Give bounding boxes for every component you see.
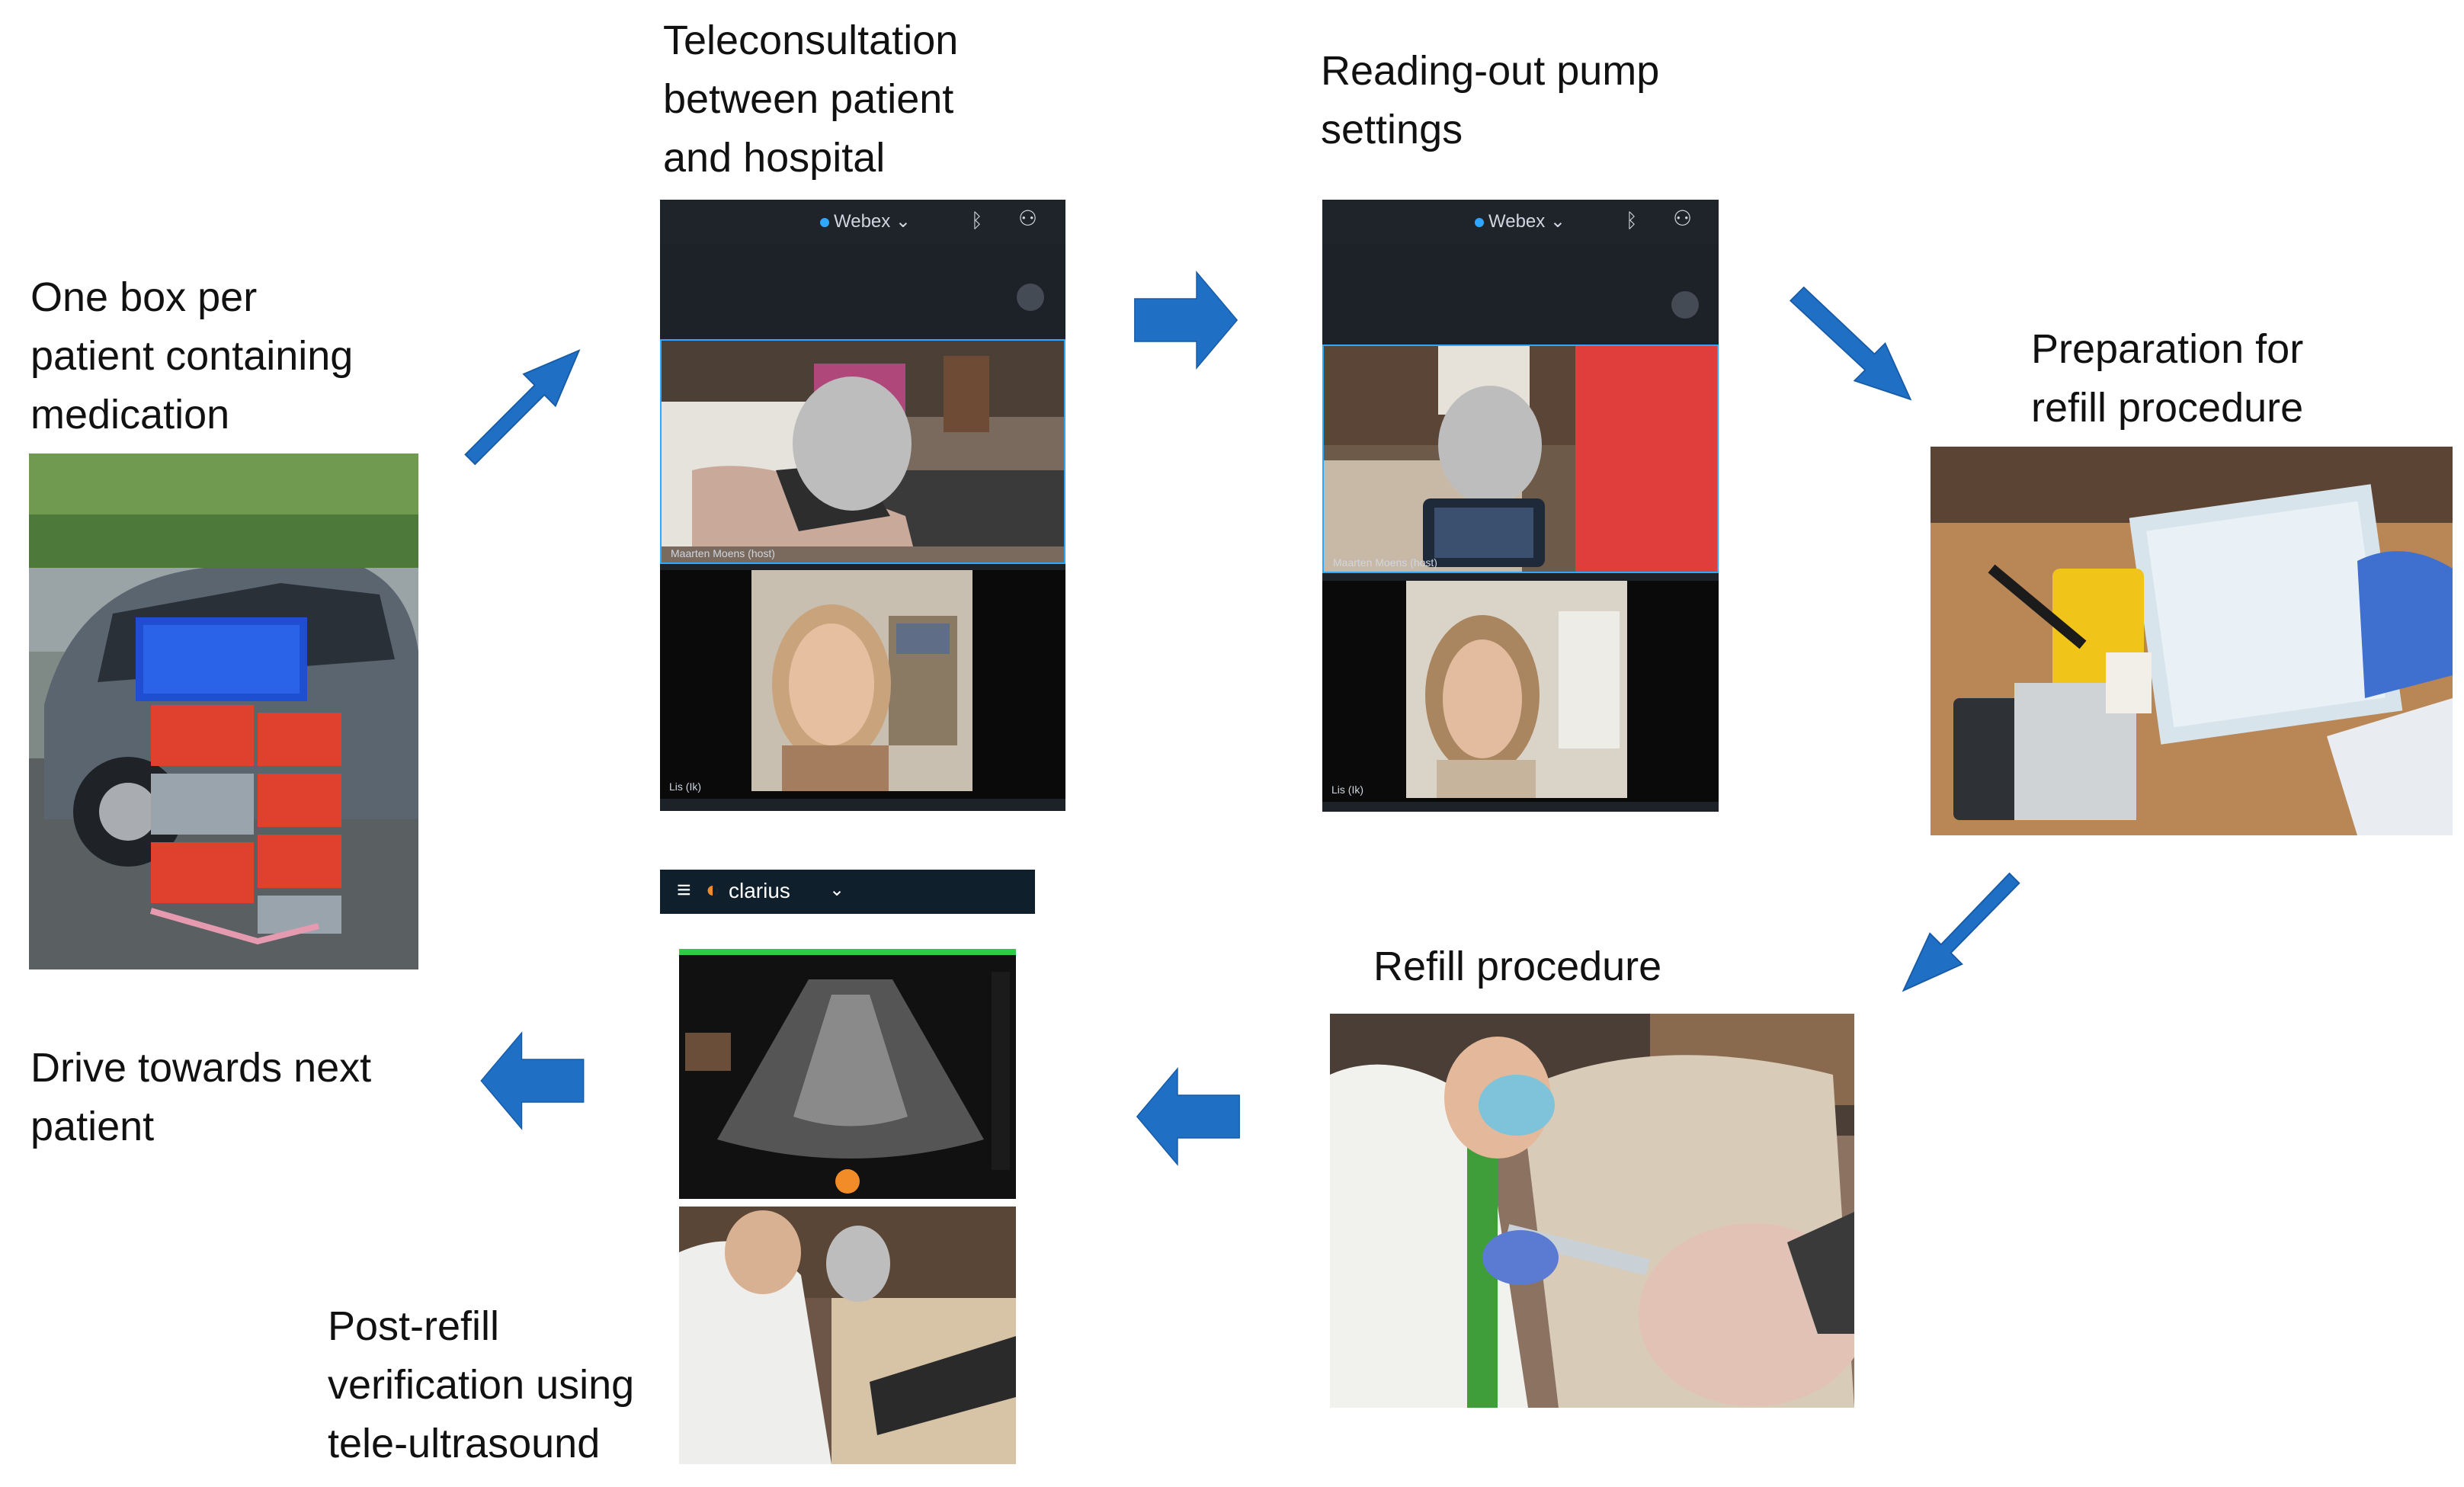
self-name-label: Lis (Ik) xyxy=(1331,784,1363,796)
arrow-refill-to-verification xyxy=(1100,1063,1277,1170)
host-name-label: Maarten Moens (host) xyxy=(671,547,775,559)
status-strip xyxy=(679,949,1016,955)
webex-label: Webex xyxy=(834,211,891,232)
webex-dot-icon xyxy=(820,218,829,227)
photo-refill xyxy=(1330,1014,1854,1408)
webex-brand: Webex ⌄ xyxy=(1475,210,1565,232)
video-tile-self: Lis (Ik) xyxy=(1322,581,1719,802)
caption-teleconsultation: Teleconsultation between patient and hos… xyxy=(663,18,959,181)
webex-label: Webex xyxy=(1488,211,1546,232)
screen-teleconsultation: Webex ⌄ ᛒ ⚇ Maarten Moens (host) Lis (Ik… xyxy=(660,200,1065,811)
host-video-illustration xyxy=(1324,346,1717,572)
menu-icon[interactable]: ≡ xyxy=(677,876,691,903)
self-video-illustration xyxy=(1406,581,1627,798)
ultrasound-camera-view xyxy=(679,1207,1016,1464)
preparation-illustration xyxy=(1931,447,2453,835)
user-icon: ⚇ xyxy=(1018,207,1038,230)
camera-illustration xyxy=(679,1207,1016,1464)
caption-verification: Post-refill verification using tele-ultr… xyxy=(328,1303,635,1466)
caption-refill: Refill procedure xyxy=(1373,944,1662,989)
self-video-illustration xyxy=(751,570,972,791)
chevron-down-icon[interactable]: ⌄ xyxy=(829,880,845,900)
screen-tele-ultrasound: ≡ ◐ clarius ⌄ xyxy=(660,870,1035,1464)
arrow-readout-to-preparation xyxy=(1767,277,1934,410)
self-name-label: Lis (Ik) xyxy=(669,780,701,793)
host-video-illustration xyxy=(662,341,1064,546)
webex-top-bar: Webex ⌄ ᛒ ⚇ xyxy=(660,200,1065,244)
caption-box-per-patient: One box per patient containing medicatio… xyxy=(30,274,354,437)
bluetooth-icon: ᛒ xyxy=(1626,209,1638,232)
arrow-box-to-teleconsult xyxy=(447,334,600,473)
screen-reading-out: Webex ⌄ ᛒ ⚇ Maarten Moens (host) Lis (Ik… xyxy=(1322,200,1719,812)
bluetooth-icon: ᛒ xyxy=(971,209,983,232)
clarius-brand: clarius xyxy=(729,879,790,902)
video-tile-host: Maarten Moens (host) xyxy=(660,339,1065,564)
photo-car-boxes xyxy=(29,453,418,969)
car-boxes-illustration xyxy=(29,453,418,969)
caption-drive: Drive towards next patient xyxy=(30,1045,372,1149)
photo-preparation xyxy=(1931,447,2453,835)
arrow-teleconsult-to-readout xyxy=(1097,267,1274,373)
layout-toggle-icon[interactable] xyxy=(1017,284,1044,311)
ultrasound-viewer xyxy=(679,949,1016,1199)
arrow-verification-to-drive xyxy=(446,1027,619,1134)
video-tile-host: Maarten Moens (host) xyxy=(1322,345,1719,573)
webex-brand: Webex ⌄ xyxy=(820,210,911,232)
clarius-logo-icon: ◐ xyxy=(706,877,720,902)
video-tile-self: Lis (Ik) xyxy=(660,570,1065,799)
refill-illustration xyxy=(1330,1014,1854,1408)
ultrasound-image xyxy=(685,972,1010,1194)
arrow-preparation-to-refill xyxy=(1890,865,2031,1005)
webex-top-bar: Webex ⌄ ᛒ ⚇ xyxy=(1322,200,1719,244)
caption-preparation: Preparation for refill procedure xyxy=(2031,326,2304,431)
webex-dot-icon xyxy=(1475,218,1484,227)
caption-reading-out-pump: Reading-out pump settings xyxy=(1321,48,1660,152)
user-icon: ⚇ xyxy=(1673,207,1693,230)
clarius-top-bar: ≡ ◐ clarius ⌄ xyxy=(660,870,1035,914)
host-name-label: Maarten Moens (host) xyxy=(1333,556,1437,569)
layout-toggle-icon[interactable] xyxy=(1671,291,1699,319)
